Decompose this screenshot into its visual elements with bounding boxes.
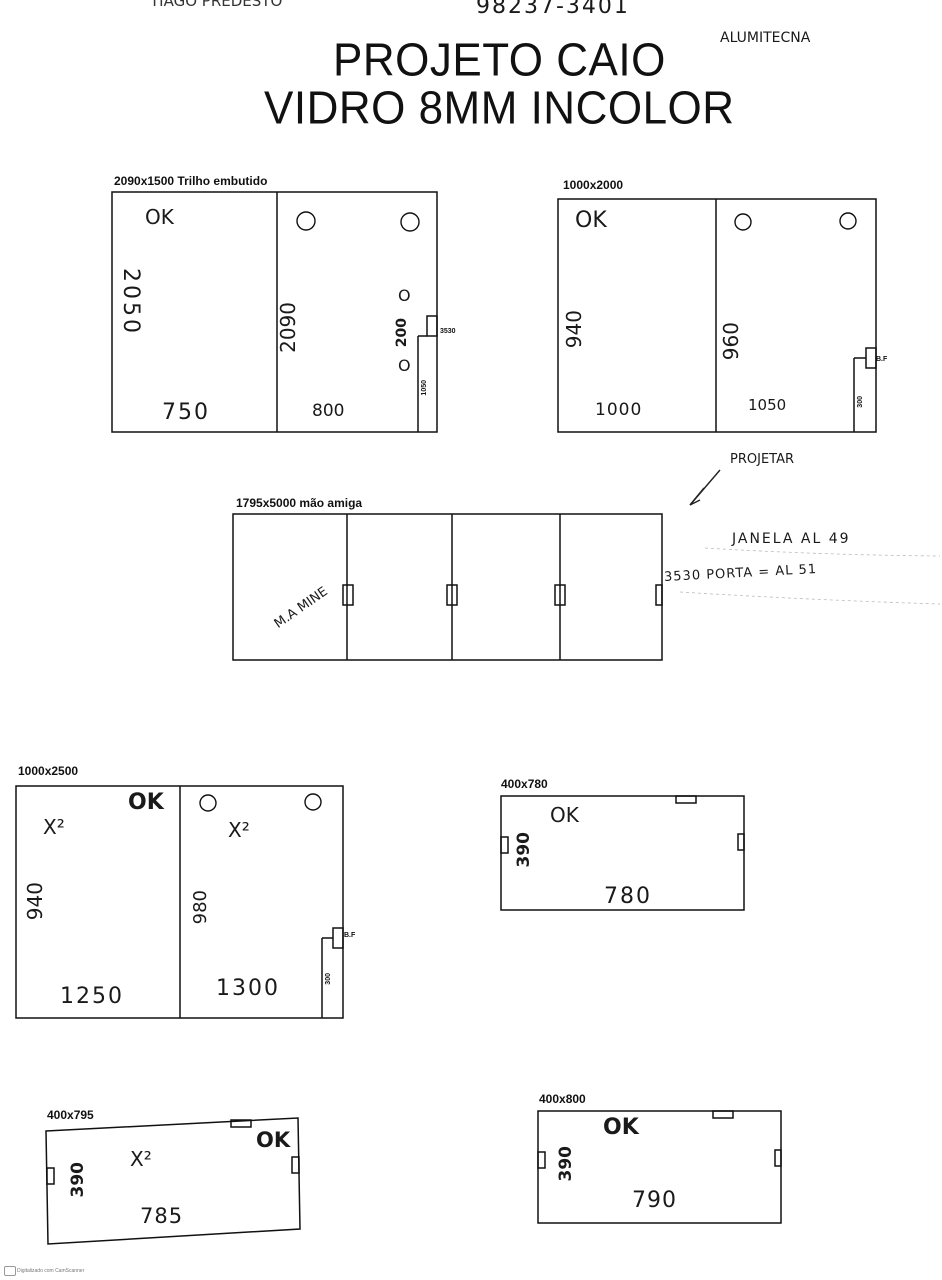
panel2-handle-height: 300	[857, 396, 864, 408]
panel1-height-left: 2050	[118, 268, 143, 336]
panel5-height: 390	[514, 832, 534, 868]
panel4-mult-left: X²	[43, 815, 65, 839]
title-line1: PROJETO CAIO	[333, 34, 666, 87]
panel2-handle-box	[865, 347, 877, 369]
panel2-ok: OK	[575, 208, 607, 233]
header-phone: 98237-3401	[476, 0, 630, 19]
panel1-height-mid: 2090	[276, 302, 300, 353]
header-scribble: TIAGO PREDESTO	[150, 0, 283, 10]
panel6-frame	[45, 1117, 301, 1245]
panel2-height-right: 960	[719, 322, 743, 361]
note-janela: JANELA AL 49	[732, 531, 851, 547]
panel4-height-left: 940	[23, 882, 47, 921]
panel1-frame	[111, 191, 438, 433]
panel4-handle-label: B.F	[344, 932, 356, 939]
panel4-label: 1000x2500	[18, 764, 79, 778]
panel1-label: 2090x1500 Trilho embutido	[114, 174, 268, 188]
panel6-mult: X²	[130, 1147, 152, 1171]
panel5-width: 780	[604, 884, 652, 909]
panel4-width-right: 1300	[216, 976, 280, 1001]
panel1-width-right: 800	[312, 401, 345, 421]
header-company: ALUMITECNA	[720, 30, 811, 46]
panel2-height-left: 940	[562, 310, 586, 349]
panel1-mid-measure: 200	[394, 318, 410, 348]
panel6-label: 400x795	[47, 1108, 94, 1122]
panel1-ok: OK	[145, 205, 174, 229]
panel7-height: 390	[556, 1146, 576, 1182]
title-line2: VIDRO 8MM INCOLOR	[264, 82, 735, 135]
panel1-lock-label: 3530	[440, 328, 456, 335]
panel2-width-right: 1050	[748, 396, 787, 414]
panel5-ok: OK	[550, 803, 579, 827]
panel3-label: 1795x5000 mão amiga	[236, 496, 363, 510]
panel1-circle-top: O	[398, 286, 411, 305]
panel6-ok: OK	[256, 1128, 291, 1152]
footer-watermark: Digitalizado com CamScanner	[17, 1268, 85, 1274]
panel4-mult-right: X²	[228, 818, 250, 842]
note-projetar: PROJETAR	[730, 452, 795, 467]
panel7-label: 400x800	[539, 1092, 586, 1106]
panel4-handle-height: 300	[325, 973, 332, 985]
panel7-ok: OK	[603, 1115, 639, 1140]
panel4-height-right: 980	[190, 890, 211, 925]
panel1-lock-height: 1050	[421, 380, 428, 396]
panel1-lock-box	[426, 315, 438, 337]
panel4-handle-box	[332, 927, 344, 949]
panel2-label: 1000x2000	[563, 178, 624, 192]
panel4-width-left: 1250	[60, 984, 124, 1009]
panel6-width: 785	[140, 1204, 184, 1228]
panel7-width: 790	[632, 1188, 677, 1213]
panel2-width-left: 1000	[595, 400, 643, 420]
panel6-height: 390	[68, 1162, 88, 1198]
panel5-label: 400x780	[501, 777, 548, 791]
panel2-handle-label: B.F	[876, 356, 888, 363]
panel1-circle-bottom: O	[398, 356, 411, 375]
panel1-width-left: 750	[162, 400, 210, 425]
camscanner-logo-icon	[4, 1266, 16, 1276]
panel2-frame	[557, 198, 877, 433]
panel4-ok: OK	[128, 790, 164, 815]
